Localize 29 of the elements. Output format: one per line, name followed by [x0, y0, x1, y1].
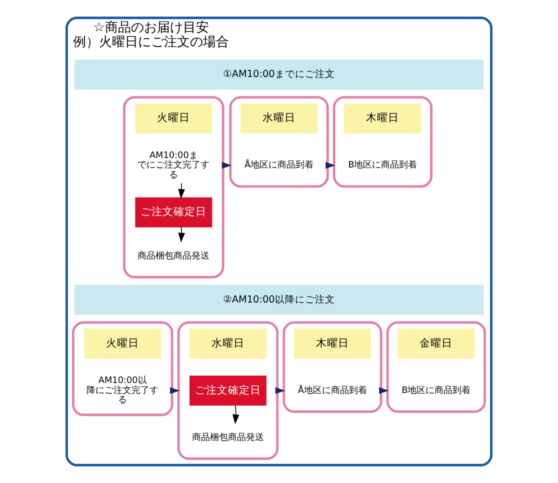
node-box: 火曜日 [84, 328, 162, 359]
node-box: ご注文確定日 [135, 197, 212, 228]
node-box: ②AM10:00以降にご注文 [74, 284, 484, 315]
cluster [282, 321, 382, 413]
node-text: Å地区に商品到着 [244, 160, 314, 171]
node-box: ①AM10:00までにご注文 [74, 60, 484, 90]
node-box: 金曜日 [398, 328, 475, 359]
node-box: 水曜日 [240, 103, 318, 134]
node-text: 商品梱包商品発送 [192, 432, 264, 443]
node-text: Å地区に商品到着 [298, 386, 368, 396]
node-box: 火曜日 [135, 103, 212, 134]
cluster [72, 321, 174, 416]
cluster [177, 321, 279, 460]
node-text: B地区に商品到着 [348, 160, 418, 171]
node-box: 水曜日 [189, 328, 266, 359]
cluster [123, 96, 224, 278]
node-text: 商品梱包商品発送 [138, 251, 210, 262]
node-text: AM10:00以降にご注文完了する [86, 376, 159, 406]
arrow [178, 182, 185, 199]
node-box: ご注文確定日 [189, 376, 266, 406]
arrow [232, 404, 240, 424]
cluster [332, 96, 433, 188]
node-box: 木曜日 [294, 328, 371, 359]
node-text: B地区に商品到着 [402, 386, 471, 396]
cluster [386, 321, 486, 413]
node-box: 木曜日 [344, 103, 422, 134]
node-text: AM10:00までにご注文完了する [138, 150, 210, 180]
cluster [229, 96, 329, 188]
arrow [178, 226, 185, 243]
